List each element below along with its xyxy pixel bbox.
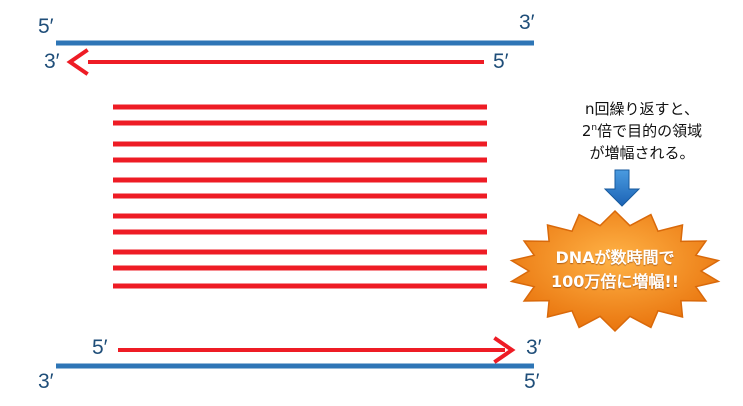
burst-line-1: DNAが数時間で [555,248,675,267]
note-base: 2 [581,122,592,140]
bottom-template-right-label: 5′ [524,370,540,393]
note-line-1: n回繰り返すと、 [585,100,699,118]
bottom-primer-right-label: 3′ [526,336,542,359]
arrowhead-left-icon [66,48,89,76]
top-template-left-label: 5′ [38,15,54,38]
burst-text: DNAが数時間で 100万倍に増幅!! [520,246,710,294]
note-line-3: が増幅される。 [589,144,695,162]
burst-line-2: 100万倍に増幅!! [551,272,679,291]
note-line-2: 2n倍で目的の領域 [542,120,742,142]
note-exponent: n [591,123,598,133]
note-line-2-rest: 倍で目的の領域 [597,122,703,140]
top-primer-left-label: 3′ [44,50,60,73]
bottom-template-left-label: 3′ [38,370,54,393]
result-burst [509,209,721,333]
bottom-primer-left-label: 5′ [92,336,108,359]
top-primer-right-label: 5′ [493,50,509,73]
amplification-note: n回繰り返すと、 2n倍で目的の領域 が増幅される。 [542,98,742,164]
down-arrow-icon [603,169,641,207]
top-template-right-label: 3′ [519,11,535,34]
amplified-products [113,104,487,289]
arrowhead-right-icon [493,336,516,364]
